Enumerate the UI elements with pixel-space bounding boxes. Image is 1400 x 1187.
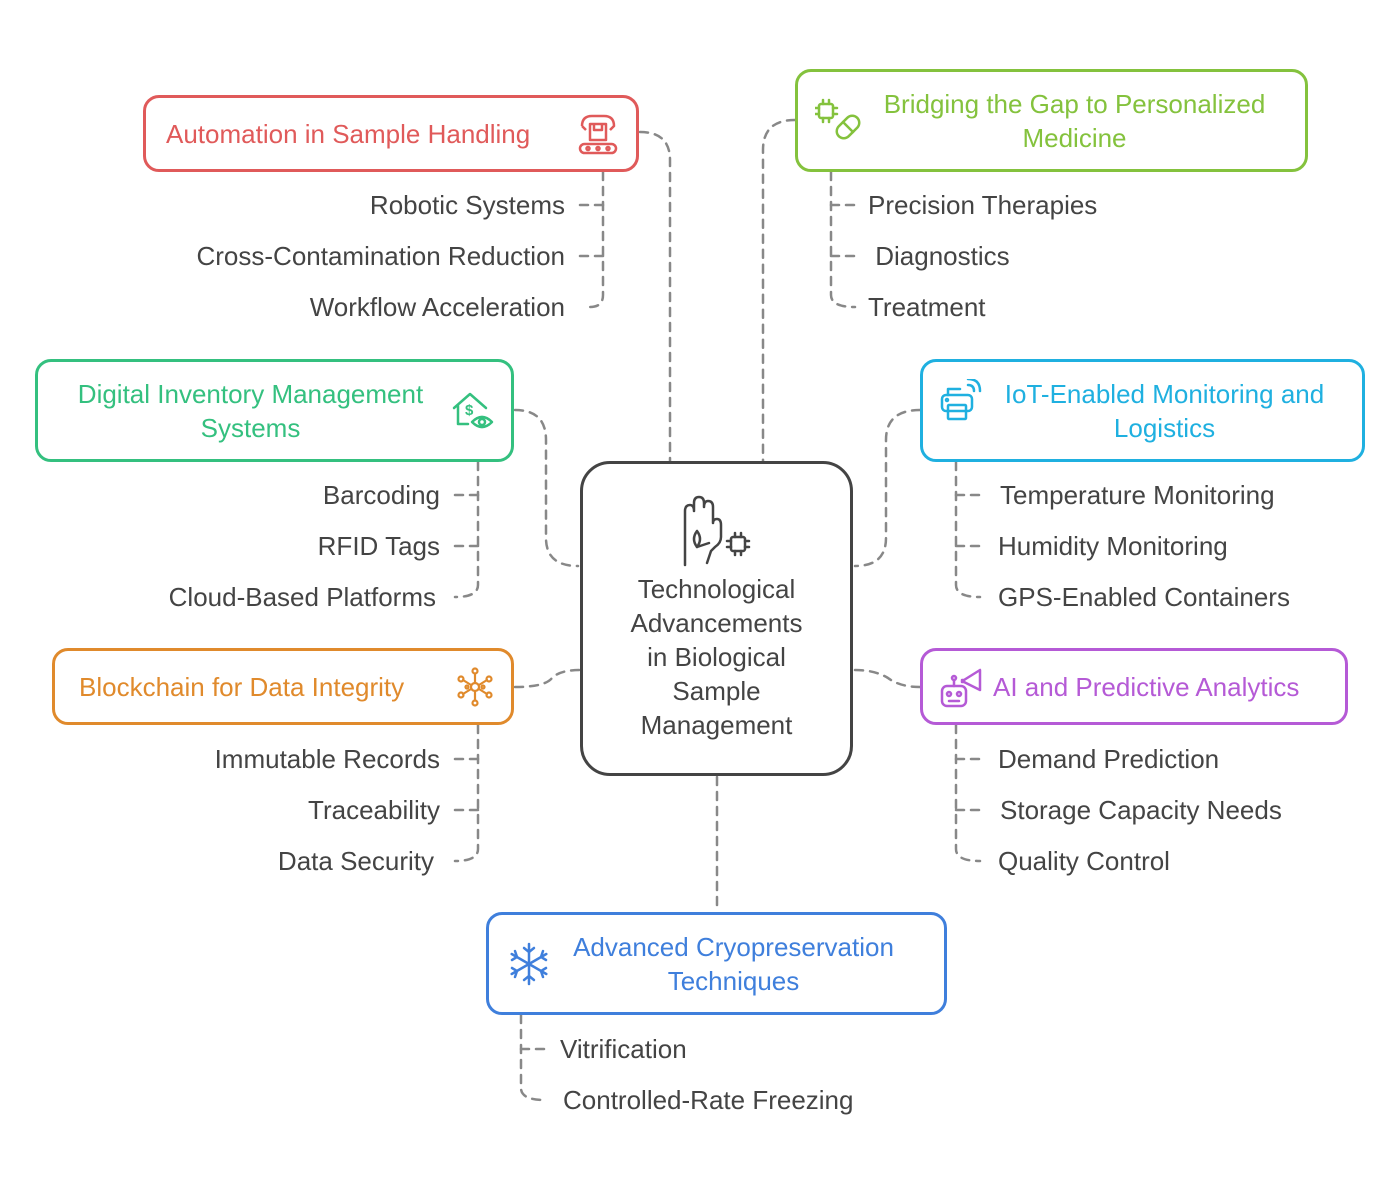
list-item: Robotic Systems	[369, 190, 565, 220]
branch-title: AI and Predictive Analytics	[993, 671, 1300, 702]
list-item: Traceability	[308, 795, 440, 825]
snowflake-icon	[505, 940, 553, 988]
list-item: Cloud-Based Platforms	[168, 582, 436, 612]
spine-iot	[954, 460, 982, 599]
spine-cryo	[519, 1013, 547, 1102]
connector-automation	[638, 130, 672, 463]
spine-ai	[954, 723, 982, 863]
wireless-printer-icon	[937, 378, 985, 426]
central-node[interactable]: Technological Advancements in Biological…	[580, 461, 853, 776]
list-item: Treatment	[868, 292, 986, 322]
list-item: RFID Tags	[317, 531, 440, 561]
branch-personalized-medicine[interactable]: Bridging the Gap to Personalized Medicin…	[795, 69, 1308, 172]
house-dollar-eye-icon: $	[449, 387, 497, 435]
list-item: Storage Capacity Needs	[1000, 795, 1282, 825]
hand-chip-icon	[677, 495, 757, 572]
branch-iot-monitoring[interactable]: IoT-Enabled Monitoring and Logistics	[920, 359, 1365, 462]
list-item: GPS-Enabled Containers	[998, 582, 1290, 612]
list-item: Humidity Monitoring	[998, 531, 1228, 561]
connector-personalized	[761, 118, 797, 463]
list-item: Precision Therapies	[868, 190, 1098, 220]
spine-blockchain	[453, 723, 480, 863]
spine-digital	[453, 460, 480, 599]
list-item: Workflow Acceleration	[309, 292, 565, 322]
branch-cryopreservation[interactable]: Advanced Cryopreservation Techniques	[486, 912, 947, 1015]
connector-iot	[853, 408, 922, 568]
robot-conveyor-icon	[574, 110, 622, 158]
branch-title: Blockchain for Data Integrity	[79, 671, 405, 702]
branch-blockchain[interactable]: Blockchain for Data Integrity	[52, 648, 514, 725]
spine-automation	[588, 170, 605, 309]
robot-megaphone-icon	[937, 663, 985, 711]
branch-ai-analytics[interactable]: AI and Predictive Analytics	[920, 648, 1348, 725]
network-nodes-icon	[451, 663, 499, 711]
connector-ai	[853, 668, 922, 689]
branch-title: Automation in Sample Handling	[166, 118, 531, 149]
central-title: Technological Advancements in Biological…	[630, 574, 803, 740]
svg-text:$: $	[465, 402, 474, 419]
spine-personalized	[829, 170, 857, 309]
list-item: Data Security	[277, 846, 434, 876]
list-item: Diagnostics	[868, 241, 1010, 271]
list-item: Barcoding	[322, 480, 440, 510]
list-item: Vitrification	[560, 1034, 687, 1064]
chip-pill-icon	[814, 97, 862, 145]
list-item: Temperature Monitoring	[1000, 480, 1275, 510]
list-item: Controlled-Rate Freezing	[563, 1085, 854, 1115]
connector-digital	[513, 408, 580, 568]
list-item: Demand Prediction	[998, 744, 1220, 774]
branch-automation[interactable]: Automation in Sample Handling	[143, 95, 639, 172]
list-item: Cross-Contamination Reduction	[196, 241, 565, 271]
list-item: Immutable Records	[214, 744, 440, 774]
branch-title: Digital Inventory Management Systems	[77, 378, 424, 443]
branch-digital-inventory[interactable]: Digital Inventory Management Systems $	[35, 359, 514, 462]
branch-title: Advanced Cryopreservation Techniques	[573, 931, 894, 996]
list-item: Quality Control	[998, 846, 1170, 876]
connector-blockchain	[513, 668, 582, 689]
branch-title: IoT-Enabled Monitoring and Logistics	[1004, 378, 1325, 443]
branch-title: Bridging the Gap to Personalized Medicin…	[883, 88, 1266, 153]
